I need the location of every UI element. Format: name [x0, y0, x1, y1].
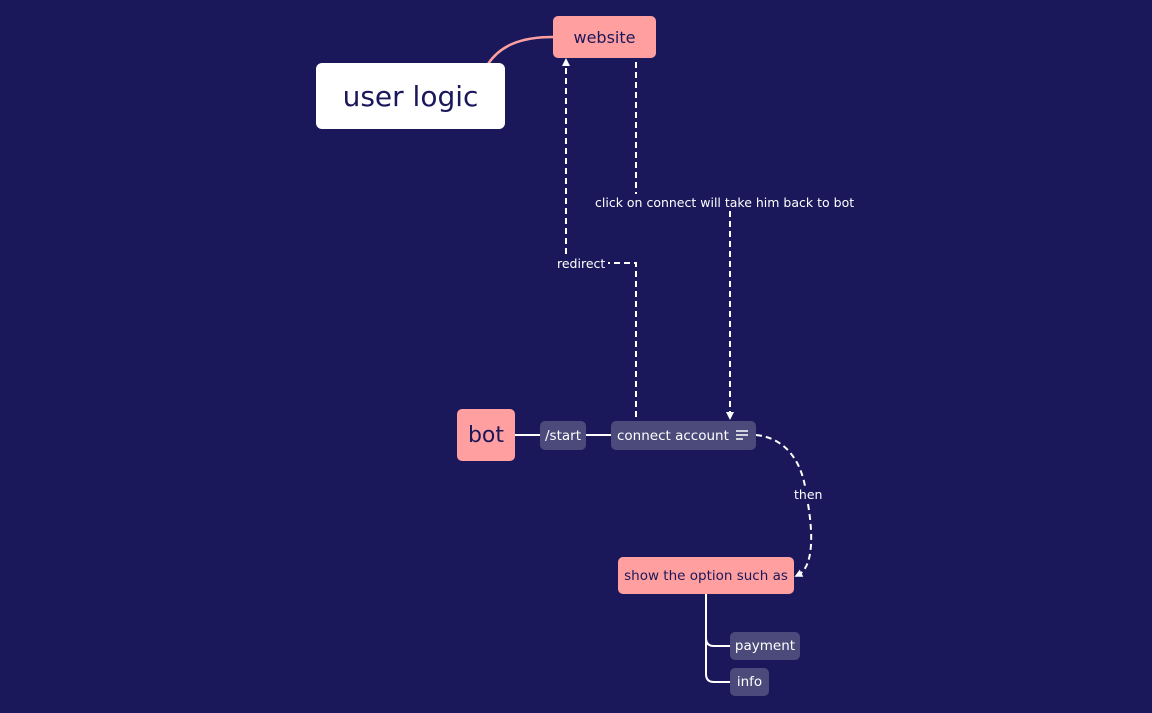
node-show-options[interactable]: show the option such as: [618, 557, 794, 594]
node-connect-account-label: connect account: [617, 427, 729, 444]
link-show-info: [705, 638, 730, 683]
node-info-label: info: [736, 674, 763, 690]
edge-label-then[interactable]: then: [792, 487, 825, 503]
link-then-show: [794, 503, 813, 577]
edge-label-click-connect[interactable]: click on connect will take him back to b…: [593, 195, 857, 211]
node-website[interactable]: website: [553, 16, 656, 58]
link-show-payment: [705, 594, 730, 647]
node-website-label: website: [573, 27, 636, 47]
link-connect-then: [755, 434, 806, 487]
node-user-logic-label: user logic: [342, 79, 479, 113]
node-bot-label: bot: [467, 422, 505, 448]
node-payment-label: payment: [734, 638, 796, 654]
node-payment[interactable]: payment: [730, 632, 800, 660]
node-start-label: /start: [545, 427, 581, 444]
link-user-logic-website: [486, 35, 554, 65]
node-connect-account[interactable]: connect account: [611, 421, 756, 450]
edge-label-redirect[interactable]: redirect: [555, 256, 608, 272]
node-bot[interactable]: bot: [457, 409, 515, 461]
notes-lines-icon[interactable]: [735, 429, 749, 441]
node-show-options-label: show the option such as: [624, 567, 788, 584]
node-info[interactable]: info: [730, 668, 769, 696]
link-connect-redirect: [608, 262, 637, 417]
node-start[interactable]: /start: [540, 421, 586, 450]
node-user-logic[interactable]: user logic: [316, 63, 505, 129]
